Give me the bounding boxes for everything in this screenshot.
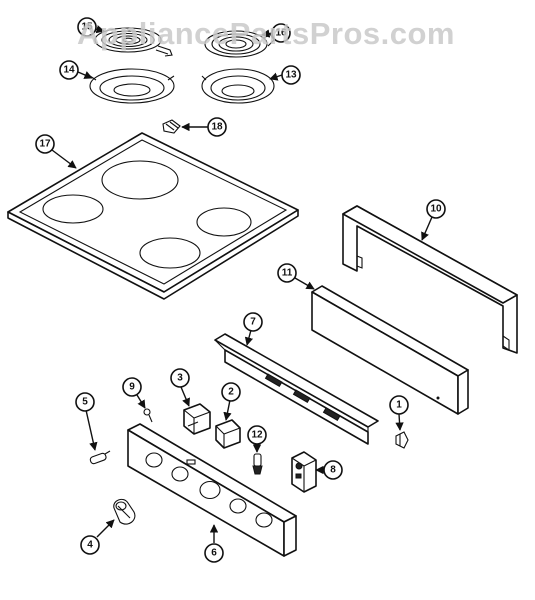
callout-4-label: 4	[87, 540, 93, 551]
drip-bowl-left	[89, 68, 175, 104]
callout-12: 12	[247, 425, 267, 445]
infinite-switch	[291, 451, 317, 493]
callout-11-label: 11	[282, 268, 293, 279]
screw	[143, 408, 153, 423]
callout-14-label: 14	[63, 65, 75, 76]
callout-9-label: 9	[129, 382, 135, 393]
control-knob	[113, 498, 136, 525]
callout-7: 7	[243, 312, 263, 332]
callout-8: 8	[323, 460, 343, 480]
callout-3: 3	[170, 368, 190, 388]
control-panel-bracket	[214, 333, 379, 445]
surface-element-large	[204, 30, 275, 58]
callout-1-label: 1	[396, 400, 402, 411]
callout-2: 2	[221, 382, 241, 402]
callout-13: 13	[281, 65, 301, 85]
callout-11: 11	[277, 263, 297, 283]
indicator-light	[252, 453, 263, 475]
callout-8-label: 8	[330, 465, 336, 476]
callout-6: 6	[204, 543, 224, 563]
surface-element-small	[94, 27, 173, 57]
pin-bulb	[89, 450, 111, 465]
callout-12-label: 12	[251, 430, 263, 441]
callout-4: 4	[80, 535, 100, 555]
callout-3-label: 3	[177, 373, 183, 384]
drip-bowl-right	[201, 68, 275, 104]
callout-9: 9	[122, 377, 142, 397]
callout-13-label: 13	[285, 70, 297, 81]
callout-17: 17	[35, 134, 55, 154]
callout-18: 18	[207, 117, 227, 137]
callout-10: 10	[426, 199, 446, 219]
callout-14: 14	[59, 60, 79, 80]
watermark-text: AppliancePartsPros.com	[77, 16, 455, 51]
cooktop	[7, 132, 299, 300]
callout-2-label: 2	[228, 387, 234, 398]
callout-5: 5	[75, 392, 95, 412]
switch-2	[215, 419, 241, 449]
main-top-panel	[342, 205, 518, 354]
callout-7-label: 7	[250, 317, 256, 328]
callout-16: 16	[271, 23, 291, 43]
switch-3	[183, 403, 211, 435]
callout-15-label: 15	[81, 22, 93, 33]
terminal-clip	[162, 119, 181, 134]
retaining-clip	[395, 431, 409, 449]
callout-15: 15	[77, 17, 97, 37]
control-panel	[127, 423, 297, 557]
callout-5-label: 5	[82, 397, 88, 408]
callout-17-label: 17	[39, 139, 51, 150]
callout-16-label: 16	[275, 28, 287, 39]
callout-18-label: 18	[211, 122, 223, 133]
callout-6-label: 6	[211, 548, 217, 559]
callout-10-label: 10	[430, 204, 442, 215]
leader-lines	[51, 25, 433, 543]
backguard-panel	[311, 285, 469, 415]
callout-1: 1	[389, 395, 409, 415]
